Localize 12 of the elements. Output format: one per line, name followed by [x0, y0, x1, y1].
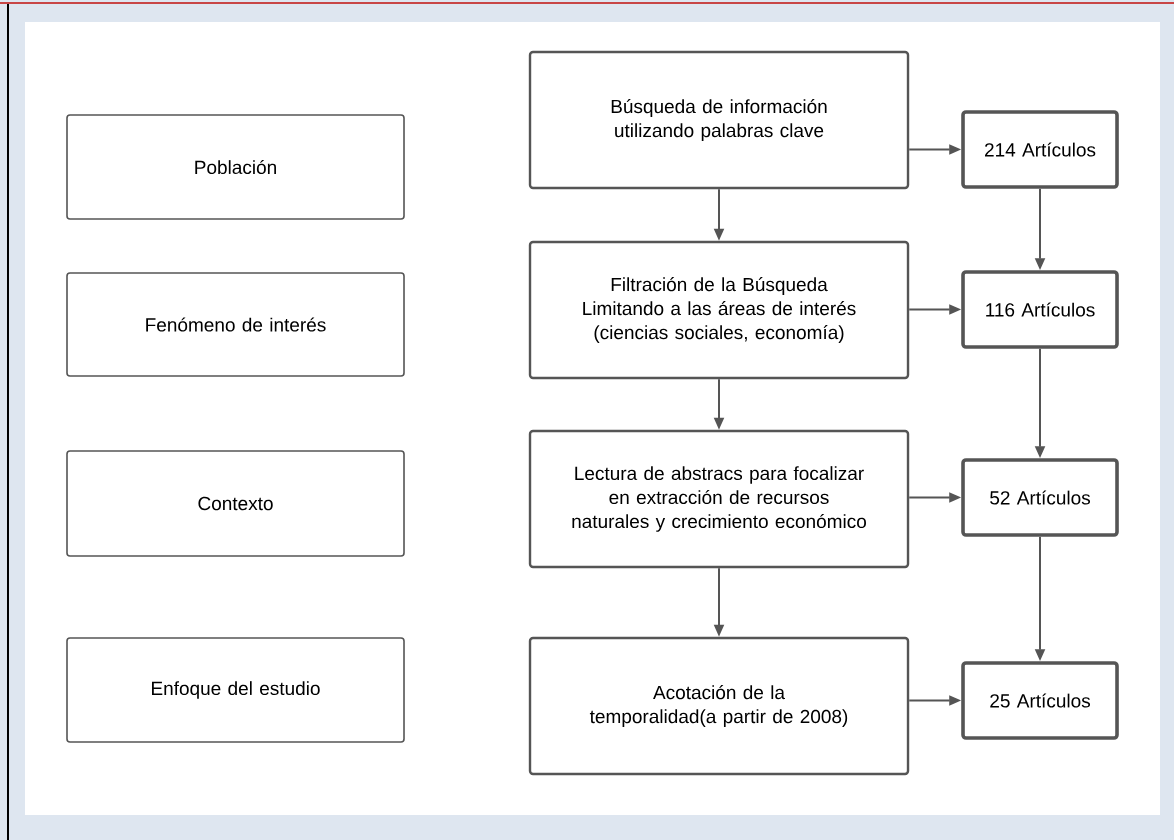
info-box: Fenómeno de interés — [66, 272, 405, 377]
count-box: 214 Artículos — [961, 110, 1119, 189]
process-box: Lectura de abstracs para focalizar en extracción de recursos naturales y crecimiento económico — [528, 429, 910, 569]
count-box: 52 Artículos — [961, 458, 1119, 537]
process-box: Filtración de la Búsqueda Limitando a las áreas de interés (ciencias sociales, economía) — [528, 240, 910, 380]
process-box: Acotación de la temporalidad(a partir de 2008) — [528, 636, 910, 776]
process-box: Búsqueda de información utilizando palabras clave — [528, 50, 910, 190]
info-box: Contexto — [66, 450, 405, 557]
info-box: Enfoque del estudio — [66, 637, 405, 743]
count-box: 116 Artículos — [961, 270, 1119, 349]
info-box: Población — [66, 114, 405, 220]
count-box: 25 Artículos — [961, 661, 1119, 740]
